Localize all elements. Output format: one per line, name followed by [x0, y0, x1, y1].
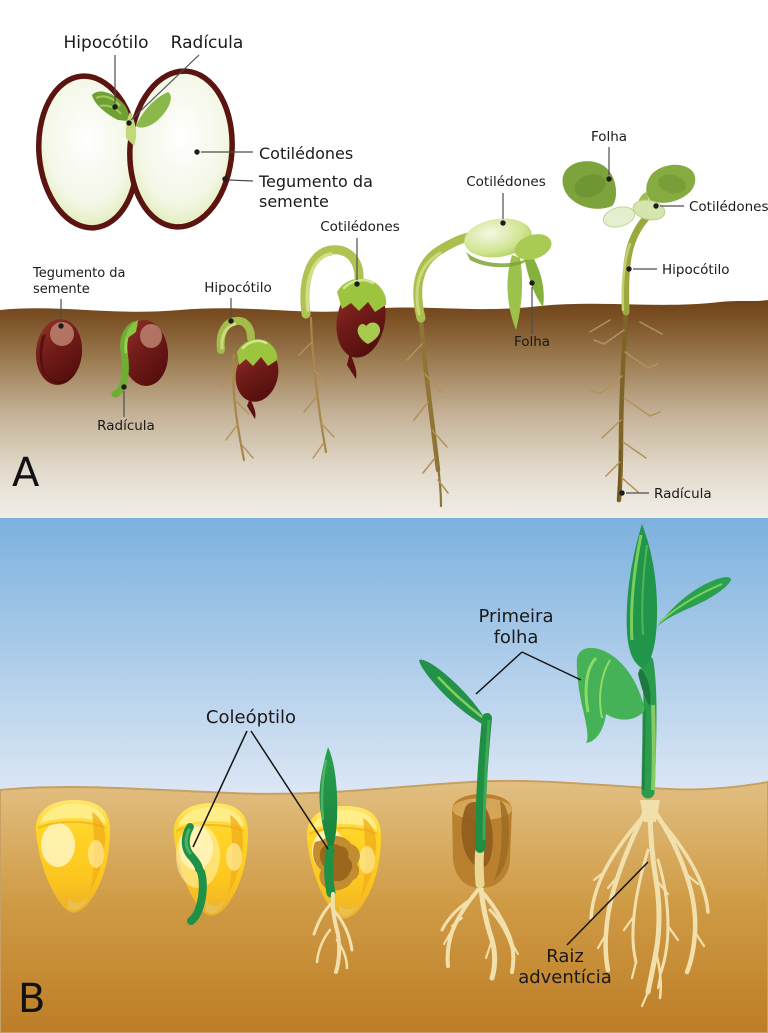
panel-a-letter: A	[12, 450, 40, 496]
panel-b-labels: Coleóptilo Primeira folha Raiz adventíci…	[192, 606, 649, 988]
label-radicula-top: Radícula	[171, 33, 244, 53]
stage5-hanging-leaf-right	[524, 254, 544, 307]
leader-folha-stage6	[606, 147, 612, 182]
label-hipocotilo-top: Hipocótilo	[64, 33, 149, 53]
leader-hipocotilo-stage3	[228, 298, 234, 324]
stage5-hanging-leaf-left	[507, 255, 523, 330]
label-radicula-stage6: Radícula	[654, 486, 712, 502]
stage3-bean-hook	[216, 316, 279, 462]
corn-stage3-kernel-shoot	[305, 747, 382, 974]
panel-b-letter: B	[18, 976, 45, 1022]
panel-b: Coleóptilo Primeira folha Raiz adventíci…	[0, 518, 768, 1033]
corn-stage5-right-leaf	[655, 577, 731, 630]
label-raiz-adventicia-line1: Raiz	[546, 946, 584, 967]
leader-cotiledones-stage4	[354, 238, 360, 287]
label-primeira-folha-line2: folha	[494, 627, 539, 648]
corn-stage4-roots	[440, 883, 519, 981]
corn-stage5-drooping-leaf	[576, 647, 645, 743]
corn-stage4-seedling	[419, 659, 519, 981]
stage5-bean-seedling	[406, 218, 552, 508]
label-folha-stage6: Folha	[591, 129, 627, 145]
leader-raiz-adventicia	[566, 861, 649, 946]
panel-a-soil	[0, 300, 768, 518]
corn-stage5-stem	[640, 655, 657, 799]
label-radicula-stage2: Radícula	[97, 418, 155, 434]
corn-stage5-plant	[576, 524, 731, 1008]
label-cotiledones-stage6: Cotilédones	[689, 199, 768, 215]
leader-tegumento-top	[222, 176, 254, 182]
leader-hipocotilo-top	[112, 55, 118, 110]
label-hipocotilo-stage6: Hipocótilo	[662, 262, 729, 278]
corn-stage3-roots	[312, 892, 354, 974]
leader-primeira-folha	[475, 651, 582, 695]
label-cotiledones-stage5: Cotilédones	[466, 174, 546, 190]
leader-tegumento-stage1	[58, 299, 64, 329]
label-cotiledones-stage4: Cotilédones	[320, 219, 400, 235]
stage4-bean-arch	[298, 245, 387, 459]
panel-a: Hipocótilo Radícula Cotilédones Tegument…	[0, 33, 768, 518]
leader-hipocotilo-stage6	[626, 266, 657, 272]
panel-a-labels: Hipocótilo Radícula Cotilédones Tegument…	[32, 33, 768, 502]
stage1-bean-seed	[35, 319, 83, 385]
embryo-axis	[136, 92, 171, 128]
label-tegumento-stage1-line1: Tegumento da	[32, 266, 126, 281]
label-hipocotilo-stage3: Hipocótilo	[204, 280, 271, 296]
corn-stage2-kernel-coleoptile	[172, 802, 249, 925]
leader-radicula-top	[126, 54, 200, 126]
label-cotiledones-top: Cotilédones	[259, 144, 353, 163]
leader-radicula-stage2	[121, 384, 127, 417]
label-tegumento-stage1-line2: semente	[33, 282, 90, 297]
corn-stage5-roots	[589, 800, 710, 1008]
stage5-cotyledon	[464, 218, 532, 258]
split-seed-diagram	[35, 68, 235, 231]
leader-folha-stage5	[529, 280, 535, 334]
leader-coleoptilo	[192, 730, 329, 850]
label-tegumento-top-line1: Tegumento da	[258, 172, 373, 191]
stage2-bean-seed-radicle	[111, 320, 169, 398]
leader-cotiledones-stage5	[500, 193, 506, 226]
leader-cotiledones-top	[194, 149, 253, 155]
leader-radicula-stage6	[619, 490, 649, 496]
label-folha-stage5: Folha	[514, 334, 550, 350]
label-coleoptilo: Coleóptilo	[206, 707, 296, 728]
leader-cotiledones-stage6	[653, 203, 684, 209]
label-tegumento-top-line2: semente	[259, 192, 329, 211]
stage6-cotyledon-left	[602, 206, 636, 228]
label-primeira-folha-line1: Primeira	[479, 606, 554, 627]
stage6-bean-plant	[562, 161, 696, 503]
label-raiz-adventicia-line2: adventícia	[518, 967, 612, 988]
